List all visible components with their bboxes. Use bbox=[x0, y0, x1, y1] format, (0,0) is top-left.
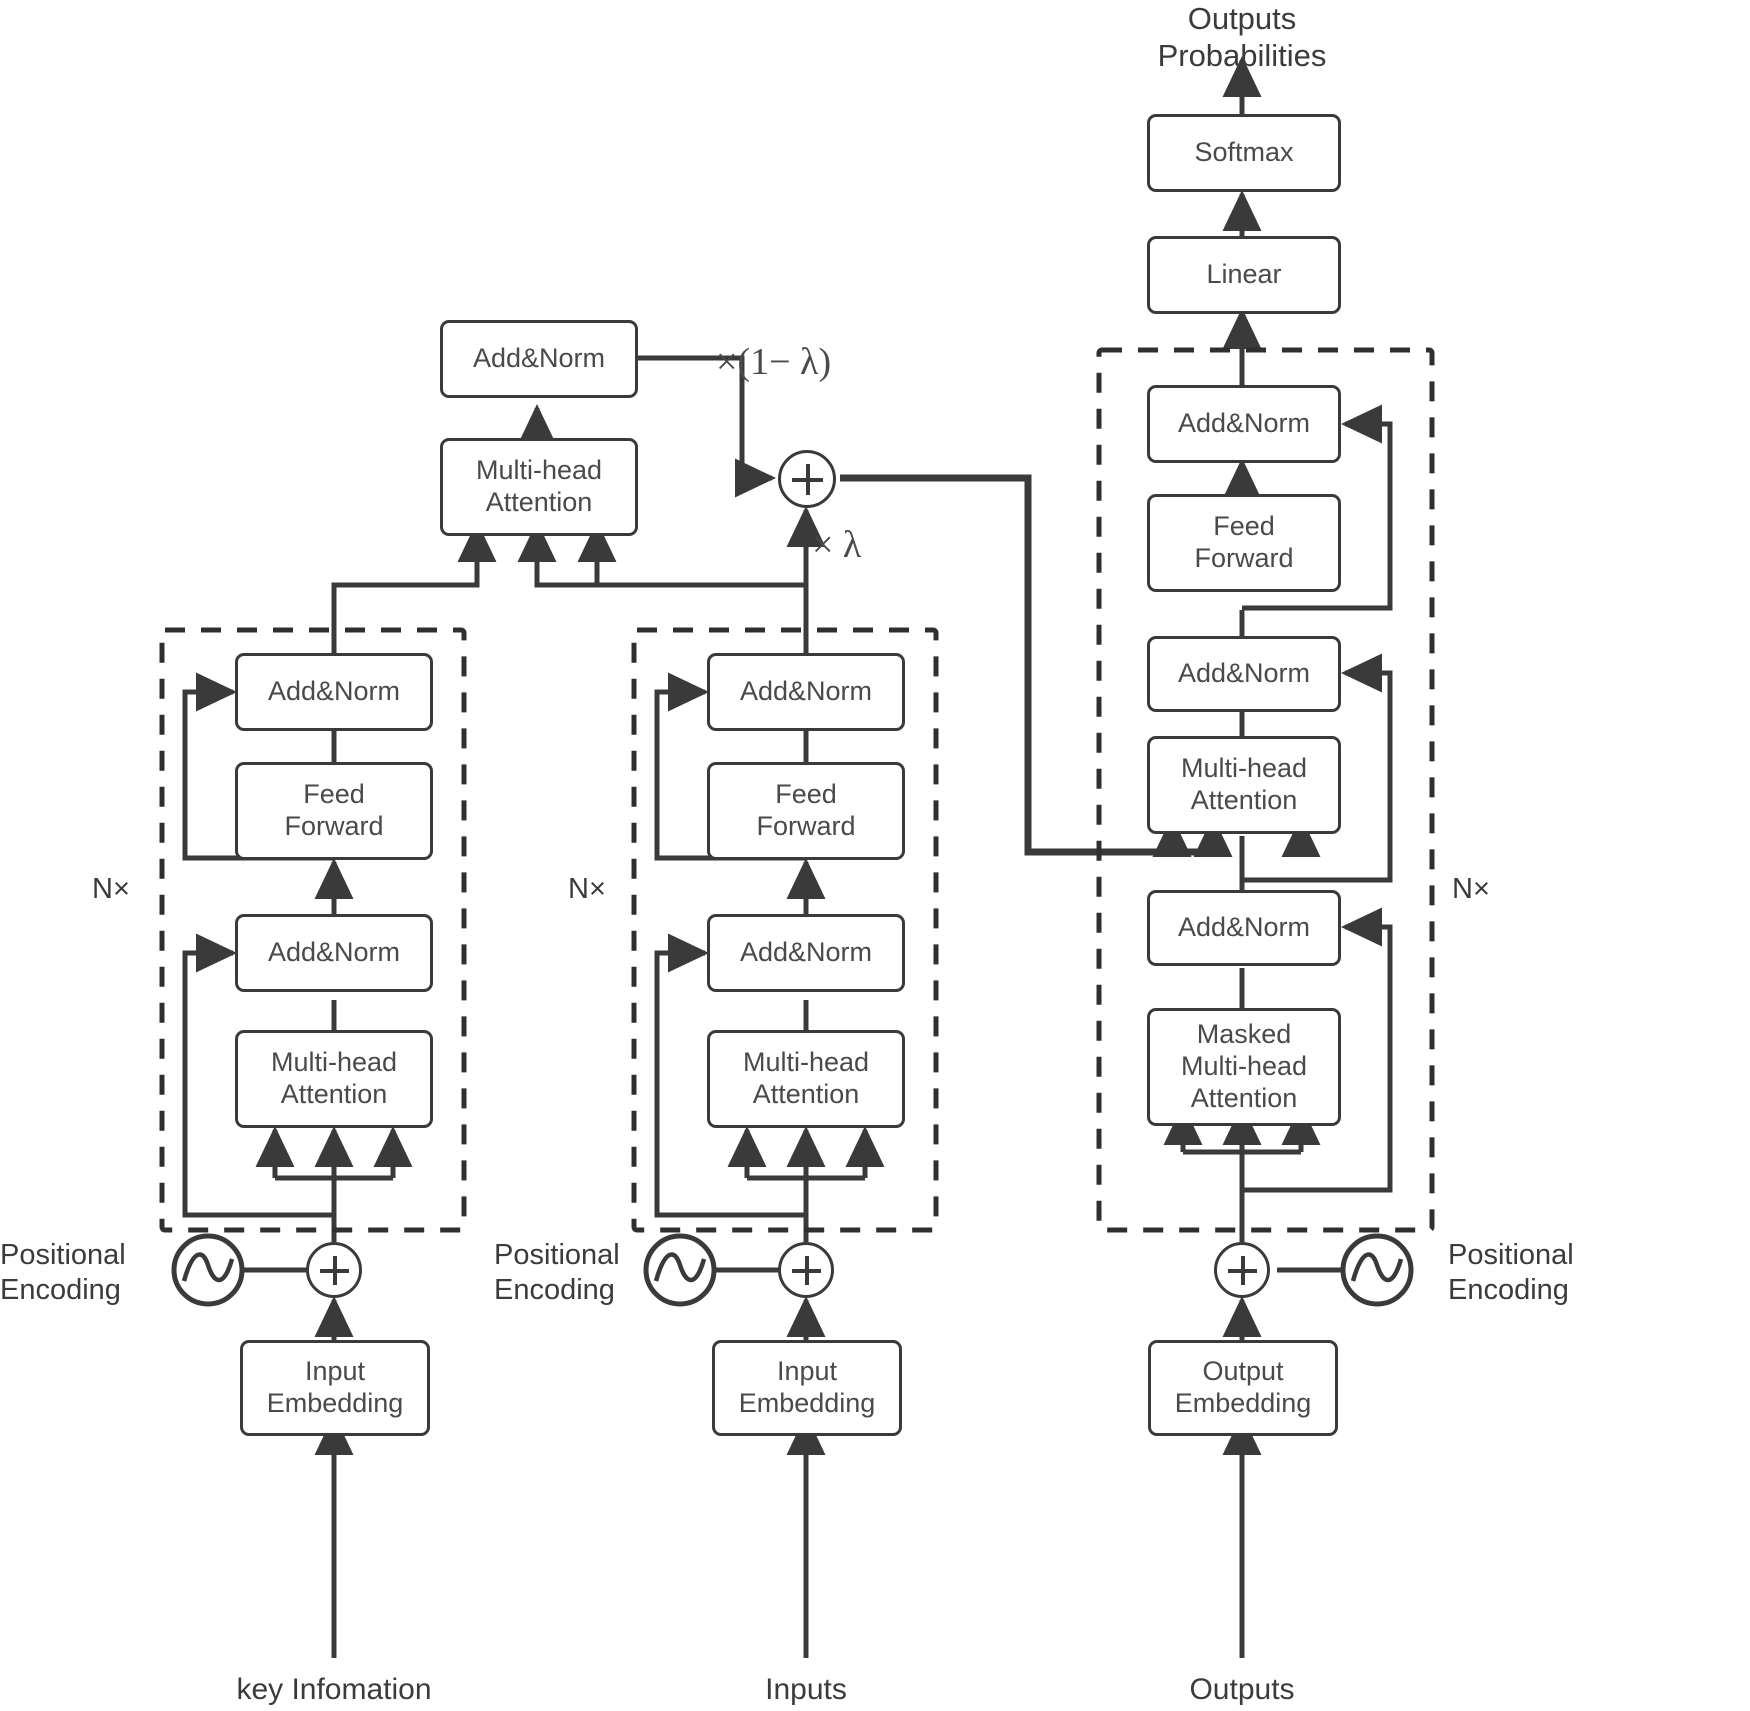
decoder-addnorm-3[interactable]: Add&Norm bbox=[1147, 385, 1341, 463]
block-label: Add&Norm bbox=[1177, 408, 1311, 439]
encoder-key-addnorm-2[interactable]: Add&Norm bbox=[235, 653, 433, 731]
decoder-masked-attention[interactable]: Masked Multi-head Attention bbox=[1147, 1008, 1341, 1126]
weight-one-minus-lambda-label: ×(1− λ) bbox=[716, 341, 832, 383]
weight-lambda-label: × λ bbox=[812, 524, 862, 566]
sine-wave-icon bbox=[1340, 1233, 1414, 1307]
decoder-embedding[interactable]: Output Embedding bbox=[1148, 1340, 1338, 1436]
block-label: Multi-head Attention bbox=[270, 1047, 398, 1109]
decoder-softmax[interactable]: Softmax bbox=[1147, 114, 1341, 192]
encoder-key-addnorm-1[interactable]: Add&Norm bbox=[235, 914, 433, 992]
block-label: Input Embedding bbox=[738, 1356, 876, 1418]
source-label-key-information: key Infomation bbox=[236, 1673, 432, 1706]
sine-wave-icon bbox=[171, 1233, 245, 1307]
block-label: Linear bbox=[1206, 259, 1282, 290]
decoder-feed-forward[interactable]: Feed Forward bbox=[1147, 494, 1341, 592]
decoder-linear[interactable]: Linear bbox=[1147, 236, 1341, 314]
block-label: Add&Norm bbox=[1177, 658, 1311, 689]
block-label: Output Embedding bbox=[1174, 1356, 1312, 1418]
positional-encoding-label-key: Positional Encoding bbox=[0, 1239, 126, 1306]
source-label-inputs: Inputs bbox=[765, 1673, 847, 1706]
sine-wave-icon bbox=[643, 1233, 717, 1307]
decoder-addnorm-2[interactable]: Add&Norm bbox=[1147, 636, 1341, 712]
block-label: Add&Norm bbox=[472, 343, 606, 374]
encoder-input-feed-forward[interactable]: Feed Forward bbox=[707, 762, 905, 860]
block-label: Multi-head Attention bbox=[742, 1047, 870, 1109]
decoder-stack-border bbox=[1096, 347, 1435, 1233]
output-probabilities-label: Outputs Probabilities bbox=[1157, 1, 1327, 74]
decoder-repeat-label: N× bbox=[1452, 873, 1490, 905]
block-label: Add&Norm bbox=[1177, 912, 1311, 943]
encoder-key-attention[interactable]: Multi-head Attention bbox=[235, 1030, 433, 1128]
encoder-input-addnorm-1[interactable]: Add&Norm bbox=[707, 914, 905, 992]
encoder-input-addnorm-2[interactable]: Add&Norm bbox=[707, 653, 905, 731]
block-label: Add&Norm bbox=[739, 937, 873, 968]
encoder-input-repeat-label: N× bbox=[568, 873, 606, 905]
block-label: Feed Forward bbox=[756, 779, 856, 841]
block-label: Add&Norm bbox=[267, 676, 401, 707]
encoder-input-embedding[interactable]: Input Embedding bbox=[712, 1340, 902, 1436]
block-label: Masked Multi-head Attention bbox=[1180, 1019, 1308, 1113]
positional-encoding-label-input: Positional Encoding bbox=[494, 1239, 620, 1306]
encoder-key-repeat-label: N× bbox=[92, 873, 130, 905]
block-label: Feed Forward bbox=[284, 779, 384, 841]
positional-encoding-label-output: Positional Encoding bbox=[1448, 1239, 1574, 1306]
positional-sum-output bbox=[1214, 1242, 1270, 1298]
block-label: Softmax bbox=[1194, 137, 1294, 168]
fusion-attention[interactable]: Multi-head Attention bbox=[440, 438, 638, 536]
fusion-sum bbox=[778, 450, 836, 508]
block-label: Multi-head Attention bbox=[475, 455, 603, 517]
encoder-input-stack-border bbox=[631, 627, 939, 1233]
block-label: Add&Norm bbox=[267, 937, 401, 968]
block-label: Feed Forward bbox=[1194, 511, 1294, 573]
encoder-key-embedding[interactable]: Input Embedding bbox=[240, 1340, 430, 1436]
encoder-key-feed-forward[interactable]: Feed Forward bbox=[235, 762, 433, 860]
block-label: Add&Norm bbox=[739, 676, 873, 707]
positional-sum-input bbox=[778, 1242, 834, 1298]
encoder-key-stack-border bbox=[159, 627, 467, 1233]
encoder-input-attention[interactable]: Multi-head Attention bbox=[707, 1030, 905, 1128]
decoder-addnorm-1[interactable]: Add&Norm bbox=[1147, 890, 1341, 966]
fusion-addnorm[interactable]: Add&Norm bbox=[440, 320, 638, 398]
positional-sum-key bbox=[306, 1242, 362, 1298]
decoder-cross-attention[interactable]: Multi-head Attention bbox=[1147, 736, 1341, 834]
block-label: Multi-head Attention bbox=[1180, 753, 1308, 815]
source-label-outputs: Outputs bbox=[1189, 1673, 1295, 1706]
block-label: Input Embedding bbox=[266, 1356, 404, 1418]
